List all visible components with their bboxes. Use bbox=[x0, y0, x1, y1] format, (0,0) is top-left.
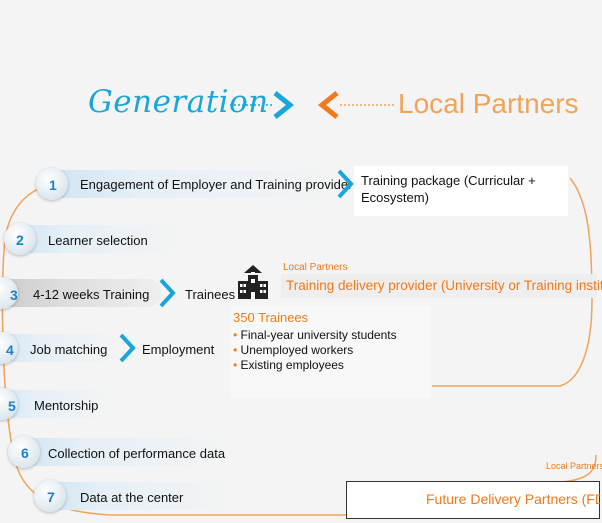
step-1-bar bbox=[40, 170, 340, 198]
step-6-circle bbox=[8, 436, 40, 468]
step-5-circle bbox=[0, 388, 18, 420]
step-2-bar bbox=[6, 225, 186, 253]
step-4-label: Job matching bbox=[30, 342, 108, 357]
step-2-circle bbox=[4, 223, 36, 255]
step-1-circle bbox=[36, 168, 68, 200]
step-7-label: Data at the center bbox=[80, 490, 184, 505]
step-4-circle bbox=[0, 332, 18, 364]
chevron-right-icon bbox=[337, 169, 354, 199]
step-6-label: Collection of performance data bbox=[48, 446, 226, 461]
chevron-right-icon bbox=[159, 278, 176, 308]
step-3-number: 3 bbox=[10, 287, 18, 303]
step-5-label: Mentorship bbox=[34, 398, 99, 413]
trainees-list: Final-year university students Unemploye… bbox=[233, 328, 397, 373]
generation-logo: Generation bbox=[88, 84, 269, 120]
trainees-item: Final-year university students bbox=[233, 328, 397, 343]
step-7-circle bbox=[34, 480, 66, 512]
provider-box bbox=[281, 274, 597, 298]
step-3-bar bbox=[0, 279, 162, 307]
step-7-number: 7 bbox=[47, 489, 55, 505]
trainees-count: 350 Trainees bbox=[233, 310, 309, 325]
step-1-label: Engagement of Employer and Training prov… bbox=[80, 177, 353, 192]
chevron-right-icon bbox=[273, 91, 295, 119]
training-package-label: Training package (Curricular + Ecosystem… bbox=[361, 173, 536, 205]
employment-label: Employment bbox=[142, 342, 215, 357]
trainees-item: Existing employees bbox=[233, 358, 397, 373]
trainees-item: Unemployed workers bbox=[233, 343, 397, 358]
step-4-number: 4 bbox=[6, 342, 14, 358]
chevron-right-icon bbox=[119, 333, 136, 363]
step-1-number: 1 bbox=[49, 177, 57, 193]
step-2-label: Learner selection bbox=[48, 233, 148, 248]
local-partners-title: Local Partners bbox=[398, 88, 579, 119]
chevron-left-icon bbox=[317, 91, 339, 119]
fdp-tag: Local Partners bbox=[546, 461, 602, 471]
school-building-icon bbox=[238, 265, 268, 299]
step-3-label: 4-12 weeks Training bbox=[33, 287, 150, 302]
step-3-circle bbox=[0, 277, 18, 309]
fdp-box bbox=[346, 481, 600, 519]
training-package-box bbox=[354, 166, 568, 216]
step-5-bar bbox=[0, 390, 112, 418]
trainees-label: Trainees bbox=[185, 287, 236, 302]
step-5-number: 5 bbox=[8, 398, 16, 414]
step-6-bar bbox=[10, 438, 230, 466]
provider-title: Training delivery provider (University o… bbox=[286, 278, 602, 293]
step-4-bar bbox=[0, 334, 122, 362]
step-2-number: 2 bbox=[16, 232, 24, 248]
fdp-title: Future Delivery Partners (FDP) bbox=[426, 491, 600, 507]
provider-tag: Local Partners bbox=[283, 262, 348, 273]
step-6-number: 6 bbox=[21, 445, 29, 461]
step-7-bar bbox=[36, 482, 236, 510]
